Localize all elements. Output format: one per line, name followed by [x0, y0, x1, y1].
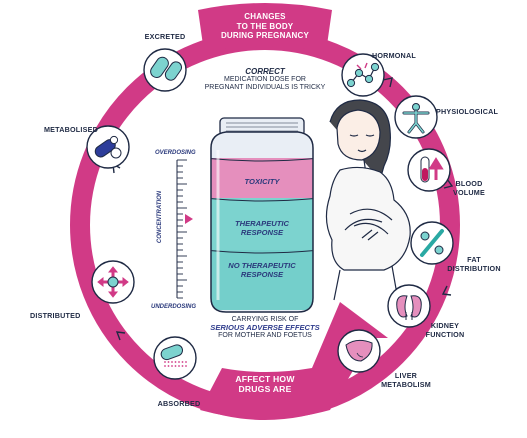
no-therapeutic-label: NO THERAPEUTIC RESPONSE: [212, 261, 312, 279]
stage-label-line: METABOLISED: [44, 125, 98, 134]
ring-title-top-line: TO THE BODY: [236, 21, 294, 31]
risk-note-tail: FOR MOTHER AND FOETUS: [218, 332, 312, 339]
stage-label-line: KIDNEY: [430, 321, 460, 330]
ring-title-top-line: CHANGES: [244, 12, 286, 21]
therapeutic-line: RESPONSE: [240, 227, 284, 237]
risk-note-em: SERIOUS ADVERSE EFFECTS: [210, 323, 320, 332]
stage-badge-physiological: [394, 95, 438, 139]
stage-label-hormonal: HORMONAL: [372, 51, 416, 61]
risk-note-line: CARRYING RISK OF: [231, 316, 299, 323]
stage-label-line: LIVER: [394, 371, 418, 380]
no-therapeutic-line: RESPONSE: [240, 269, 284, 279]
stage-label-line: DISTRIBUTED: [30, 311, 81, 320]
stage-label-line: FUNCTION: [425, 329, 465, 339]
body-icon: [402, 103, 430, 134]
molecule-icon: [346, 62, 380, 88]
dissolving-pill-icon: [160, 344, 187, 367]
stage-badge-liver_metabolism: [337, 329, 381, 373]
process-ring: [70, 3, 460, 420]
stage-badges: [86, 48, 454, 380]
stage-label-line: HORMONAL: [372, 51, 416, 60]
medicine-jar: [210, 117, 314, 313]
stage-label-line: BLOOD: [455, 179, 483, 188]
stage-label-line: ABSORBED: [157, 399, 201, 408]
stage-label-line: FAT: [467, 255, 481, 264]
percent-icon: [420, 229, 444, 257]
kidney-icon: [396, 295, 422, 320]
pills-icon: [150, 56, 183, 81]
axis-underdosing-label: UNDERDOSING: [151, 304, 197, 310]
stage-badge-blood_volume: [407, 148, 451, 192]
liver-icon: [345, 339, 373, 362]
stage-badge-distributed: [91, 260, 135, 304]
therapeutic-label: THERAPEUTIC RESPONSE: [212, 219, 312, 237]
stage-badge-circle: [387, 284, 431, 328]
stage-label-line: EXCRETED: [144, 32, 186, 41]
ring-title-bottom-line: AFFECT HOW: [235, 374, 295, 384]
axis-overdosing-label: OVERDOSING: [155, 150, 196, 156]
capsule-icon: [94, 135, 122, 159]
test-tube-icon: [420, 156, 444, 183]
no-therapeutic-line: NO THERAPEUTIC: [228, 261, 296, 270]
stage-label-physiological: PHYSIOLOGICAL: [436, 107, 499, 117]
stage-badge-circle: [153, 336, 197, 380]
stage-badge-hormonal: [341, 53, 385, 97]
stage-badge-kidney_function: [387, 284, 431, 328]
dose-heading-line: MEDICATION DOSE FOR: [224, 76, 306, 83]
stage-badge-metabolised: [86, 125, 130, 169]
stage-label-excreted: EXCRETED: [140, 32, 190, 42]
axis-concentration-label: CONCENTRATION: [157, 190, 164, 244]
stage-label-line: DISTRIBUTION: [447, 263, 501, 273]
stage-badge-absorbed: [153, 336, 197, 380]
dose-heading-em: CORRECT: [245, 67, 285, 76]
stage-label-line: METABOLISM: [381, 379, 431, 389]
ring-title-top-line: DURING PREGNANCY: [220, 31, 310, 40]
toxicity-label: TOXICITY: [244, 177, 280, 186]
stage-label-absorbed: ABSORBED: [154, 399, 204, 409]
stage-label-distributed: DISTRIBUTED: [30, 311, 81, 321]
risk-note: CARRYING RISK OF SERIOUS ADVERSE EFFECTS…: [190, 316, 340, 340]
stage-badge-fat_distribution: [410, 221, 454, 265]
arrows-icon: [97, 266, 129, 298]
concentration-scale: [176, 159, 193, 299]
stage-label-metabolised: METABOLISED: [44, 125, 98, 135]
stage-badge-excreted: [143, 48, 187, 92]
pregnant-woman-illustration: [325, 99, 411, 301]
ring-title-top: CHANGES TO THE BODY DURING PREGNANCY: [205, 12, 325, 41]
dose-heading-line: PREGNANT INDIVIDUALS IS TRICKY: [204, 84, 326, 91]
dose-heading: CORRECT MEDICATION DOSE FOR PREGNANT IND…: [190, 68, 340, 92]
stage-label-line: VOLUME: [453, 187, 485, 197]
therapeutic-line: THERAPEUTIC: [234, 219, 289, 228]
stage-label-line: PHYSIOLOGICAL: [436, 107, 499, 116]
ring-title-bottom: AFFECT HOW DRUGS ARE: [205, 374, 325, 394]
ring-title-bottom-line: DRUGS ARE: [238, 383, 292, 394]
